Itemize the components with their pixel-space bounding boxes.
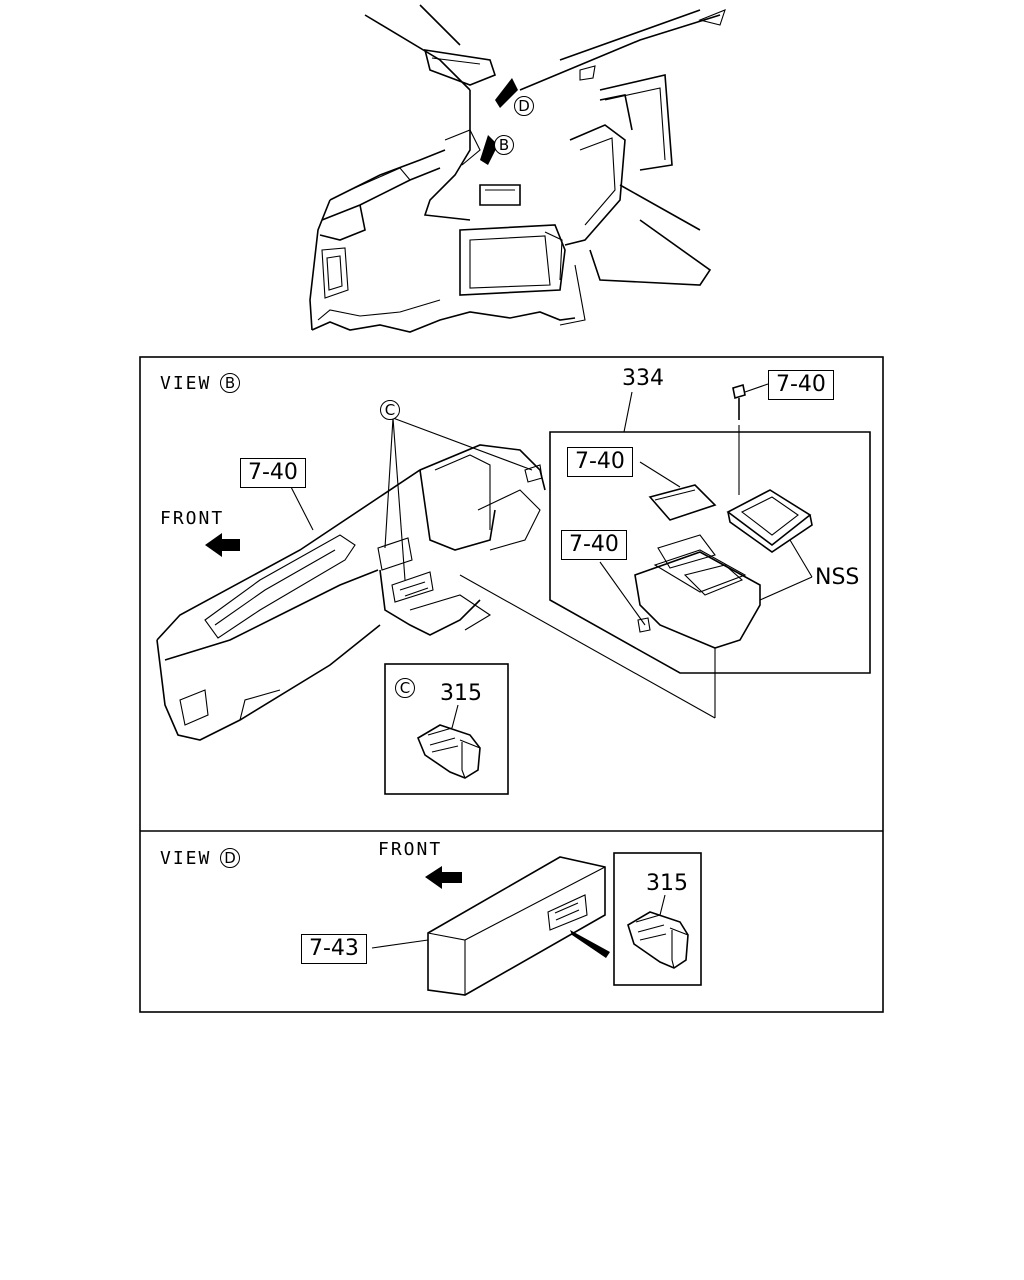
bolt-ref-label: 7-40 — [768, 370, 834, 400]
view-b-title-letter: B — [220, 373, 240, 393]
inset-d-frame — [613, 852, 702, 986]
lid-ref-label: 7-40 — [567, 447, 633, 477]
console-assembly — [459, 383, 871, 719]
view-d-marker: D — [514, 96, 534, 116]
switch-315-drawing-d — [627, 894, 689, 969]
console-ref-label: 7-40 — [561, 530, 627, 560]
view-frame — [139, 356, 884, 1013]
front-label-d: FRONT — [378, 839, 443, 860]
inset-d-part-label: 315 — [646, 871, 688, 896]
view-b-title: VIEW — [160, 375, 211, 393]
inset-c-letter: C — [395, 678, 415, 698]
instrument-panel-drawing — [156, 417, 546, 741]
front-label-b: FRONT — [160, 508, 225, 529]
view-d-title: VIEW — [160, 850, 211, 868]
nss-label: NSS — [815, 565, 860, 590]
cab-interior-overview — [309, 4, 726, 333]
callout-c-marker: C — [380, 400, 400, 420]
view-b-title-word: VIEW — [160, 373, 212, 394]
view-b-marker: B — [494, 135, 514, 155]
view-d-title-letter: D — [220, 848, 240, 868]
inset-c-frame — [384, 663, 509, 795]
view-d-title-word: VIEW — [160, 848, 212, 869]
switch-315-drawing — [416, 704, 481, 779]
panel-ref-label: 7-40 — [240, 458, 306, 488]
part-334-label: 334 — [622, 366, 664, 391]
inset-c-part-label: 315 — [440, 681, 482, 706]
overhead-console-drawing — [371, 856, 610, 996]
overhead-ref-label: 7-43 — [301, 934, 367, 964]
